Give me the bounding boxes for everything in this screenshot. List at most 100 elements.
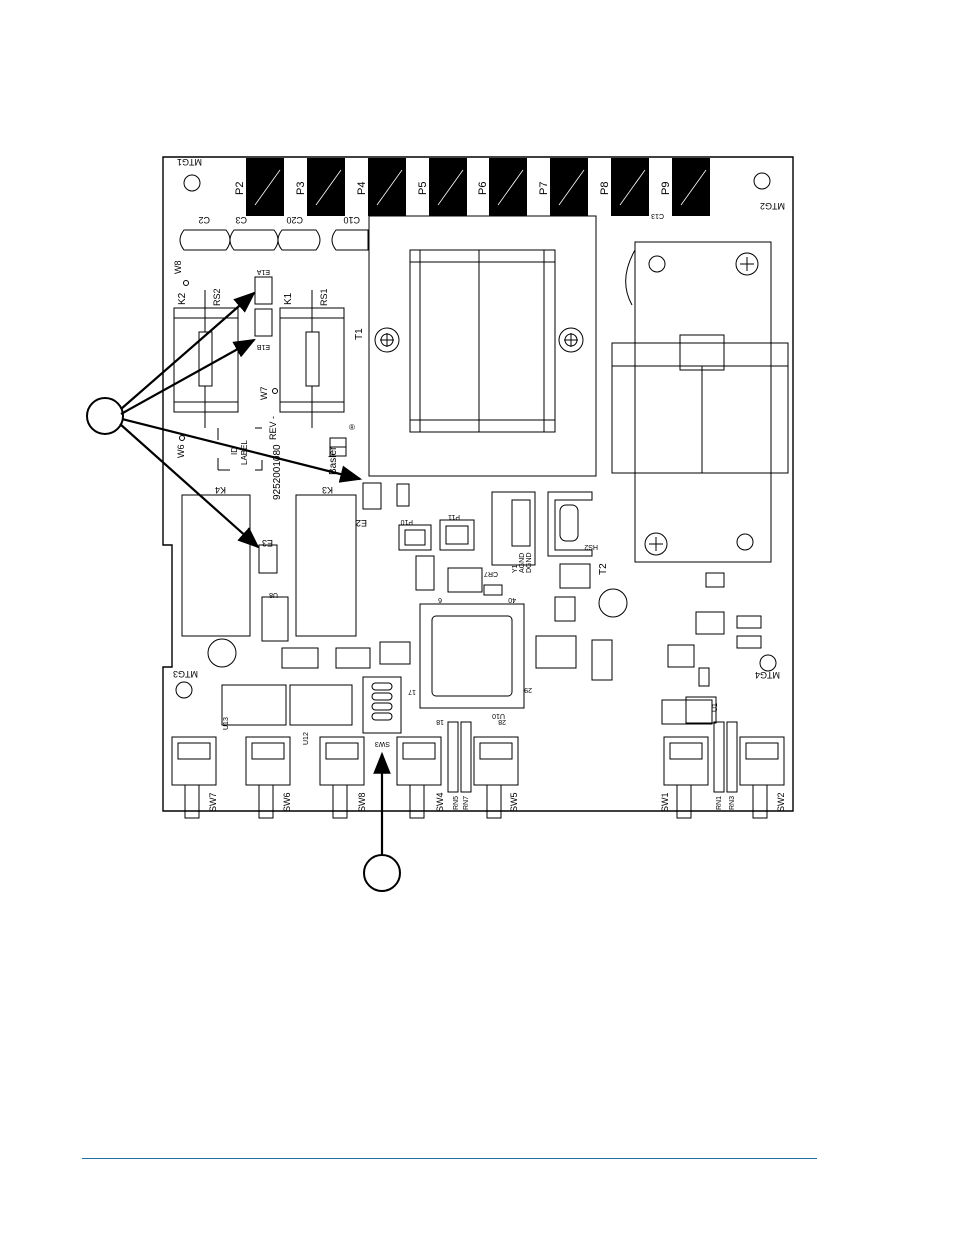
connector-block bbox=[368, 158, 406, 216]
component-label: W7 bbox=[259, 387, 269, 401]
mounting-label: MTG2 bbox=[760, 201, 785, 211]
component-label: P11 bbox=[448, 513, 460, 520]
component-label: C10 bbox=[343, 215, 360, 225]
screw-icon bbox=[558, 327, 584, 353]
component-label: K1 bbox=[283, 292, 294, 305]
switch bbox=[663, 736, 709, 819]
pin-number: 18 bbox=[436, 718, 444, 725]
component-label: AGND bbox=[519, 553, 526, 573]
component-label: C3 bbox=[235, 215, 247, 225]
trademark-mark: ® bbox=[349, 423, 355, 432]
component-label: RS1 bbox=[319, 288, 329, 306]
switch bbox=[396, 736, 442, 819]
connector-block bbox=[550, 158, 588, 216]
switch bbox=[319, 736, 365, 819]
component-label: E3 bbox=[262, 538, 273, 548]
connector-block bbox=[429, 158, 467, 216]
component-label: SW3 bbox=[375, 740, 390, 747]
resistor-network bbox=[726, 721, 738, 793]
capacitor-outline bbox=[331, 229, 369, 251]
component-label: E1B bbox=[256, 343, 270, 350]
connector-block bbox=[489, 158, 527, 216]
connector-label: P4 bbox=[356, 182, 368, 195]
component-label: RS2 bbox=[212, 288, 222, 306]
callout-2-circle bbox=[363, 854, 401, 892]
capacitor-outline bbox=[277, 229, 321, 251]
capacitor-c50 bbox=[207, 638, 237, 668]
component-label: Y1 bbox=[512, 564, 519, 573]
callout-1-arrows bbox=[119, 291, 363, 549]
component-label: T1 bbox=[354, 328, 365, 340]
switch-label: SW4 bbox=[435, 792, 445, 812]
ic-u10 bbox=[419, 603, 525, 709]
pin-number: 29 bbox=[524, 686, 532, 693]
ic-u13 bbox=[221, 684, 287, 726]
heatsink bbox=[491, 491, 536, 566]
dip-switch-sw3 bbox=[362, 676, 402, 734]
screw-icon bbox=[735, 252, 759, 276]
component-label: W8 bbox=[173, 261, 183, 275]
resistor-network bbox=[460, 721, 472, 793]
connector-label: P5 bbox=[417, 182, 429, 195]
component-label: DGND bbox=[526, 552, 533, 573]
switch-row bbox=[171, 736, 785, 819]
connector-label: P9 bbox=[660, 182, 672, 195]
switch-label: SW6 bbox=[282, 792, 292, 812]
capacitor-outline bbox=[229, 229, 279, 251]
mounting-hole bbox=[736, 533, 754, 551]
connector-label: P7 bbox=[538, 182, 550, 195]
brand-logo-text: Basler bbox=[328, 446, 339, 475]
test-point-e1a bbox=[254, 276, 273, 305]
component-label: RN3 bbox=[729, 796, 736, 810]
capacitor-c25 bbox=[335, 647, 371, 669]
switch-label: SW1 bbox=[660, 792, 670, 812]
component-label: U10 bbox=[492, 712, 505, 719]
mounting-label: MTG1 bbox=[177, 157, 202, 167]
mounting-label: MTG3 bbox=[173, 669, 198, 679]
test-point-e3 bbox=[258, 544, 278, 574]
ic-u8 bbox=[261, 596, 289, 642]
capacitor-outline bbox=[179, 229, 231, 251]
ic-u5 bbox=[379, 641, 411, 665]
component-label: C20 bbox=[286, 215, 303, 225]
component-label: C2 bbox=[198, 215, 210, 225]
switch bbox=[739, 736, 785, 819]
component-label: HS2 bbox=[584, 543, 598, 550]
id-label: ID bbox=[230, 447, 239, 455]
switch-label: SW7 bbox=[208, 792, 218, 812]
callout-1-circle bbox=[86, 397, 124, 435]
transformer-t2 bbox=[634, 241, 772, 563]
connector-label: P3 bbox=[295, 182, 307, 195]
mounting-label: MTG4 bbox=[755, 670, 780, 680]
component-label: U13 bbox=[223, 717, 230, 730]
component-label: RN5 bbox=[453, 796, 460, 810]
mounting-hole bbox=[648, 255, 666, 273]
pin-number: 6 bbox=[438, 596, 442, 603]
connector-block bbox=[672, 158, 710, 216]
switch bbox=[473, 736, 519, 819]
plug-p10 bbox=[398, 524, 432, 551]
component-label: K2 bbox=[177, 292, 188, 305]
screw-icon bbox=[644, 532, 668, 556]
connector-row bbox=[246, 158, 710, 216]
pin-number: 28 bbox=[498, 718, 506, 725]
connector-label: P6 bbox=[477, 182, 489, 195]
dip-switch-toggles bbox=[371, 682, 393, 721]
switch bbox=[171, 736, 217, 819]
mounting-hole bbox=[753, 172, 771, 190]
transformer-t1 bbox=[368, 215, 597, 477]
component-label: T2 bbox=[598, 563, 609, 575]
brand-logo-icon bbox=[329, 437, 347, 457]
jumper-pad bbox=[179, 435, 185, 441]
switch-label: SW8 bbox=[357, 792, 367, 812]
rev-label: REV - bbox=[268, 416, 278, 440]
jumper-pad bbox=[183, 280, 189, 286]
connector-block bbox=[246, 158, 284, 216]
component-label: U8 bbox=[269, 591, 278, 598]
relay-k2 bbox=[173, 307, 239, 413]
resistor-r67 bbox=[281, 647, 319, 669]
ic-u12 bbox=[289, 684, 353, 726]
connector-block bbox=[611, 158, 649, 216]
